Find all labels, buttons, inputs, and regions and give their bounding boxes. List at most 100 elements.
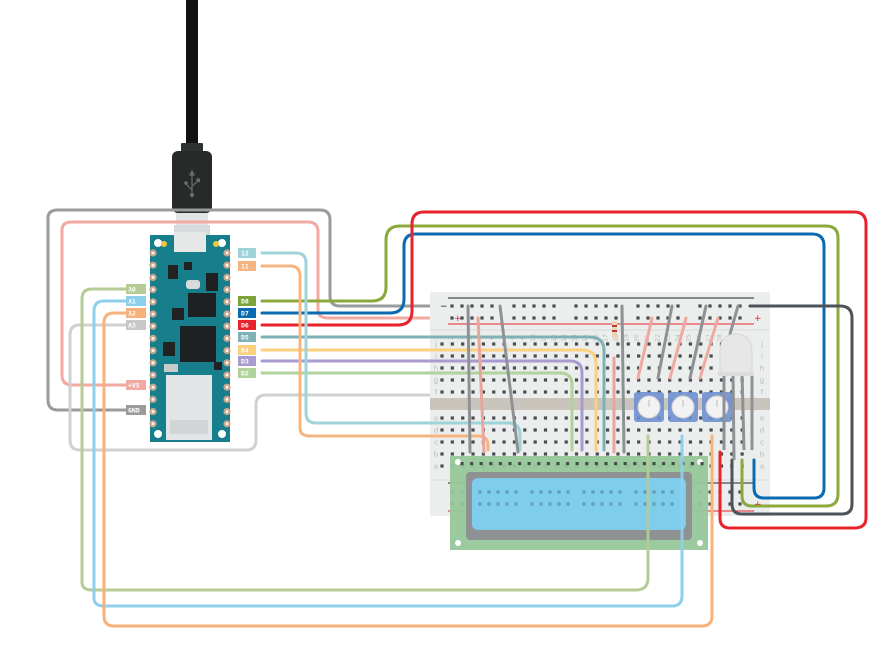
breadboard-hole <box>492 366 496 370</box>
breadboard-hole <box>688 378 692 382</box>
breadboard-hole <box>492 354 496 358</box>
rail-hole <box>728 490 732 494</box>
row-label: d <box>434 427 438 435</box>
breadboard-hole <box>626 416 630 420</box>
rail-hole <box>574 304 578 308</box>
breadboard-hole <box>450 342 454 346</box>
lcd-pin <box>594 462 598 466</box>
breadboard-hole <box>471 390 475 394</box>
breadboard-hole <box>637 440 641 444</box>
breadboard-hole <box>533 378 537 382</box>
breadboard-hole <box>564 390 568 394</box>
breadboard-hole <box>461 428 465 432</box>
pin-label-a0 <box>126 284 146 294</box>
rail-hole <box>738 502 742 506</box>
breadboard-hole <box>533 390 537 394</box>
pin-label-12 <box>238 248 256 258</box>
breadboard-hole <box>481 342 485 346</box>
breadboard-hole <box>471 452 475 456</box>
pin-label-11 <box>238 261 256 271</box>
breadboard-hole <box>461 366 465 370</box>
wire-d4 <box>260 348 598 452</box>
breadboard-hole <box>657 354 661 358</box>
breadboard-hole <box>440 416 444 420</box>
breadboard-hole <box>668 366 672 370</box>
breadboard-hole <box>678 440 682 444</box>
jumper-gnd-3 <box>620 304 626 454</box>
lcd-pin <box>527 462 531 466</box>
rail-hole <box>614 316 618 320</box>
breadboard-hole <box>440 342 444 346</box>
jumper-gnd-led <box>728 304 740 336</box>
breadboard-hole <box>616 378 620 382</box>
rail-hole <box>512 304 516 308</box>
lcd-pin <box>671 462 675 466</box>
breadboard-hole <box>440 440 444 444</box>
breadboard-hole <box>616 452 620 456</box>
pin-label-text: D2 <box>241 370 249 378</box>
breadboard-hole <box>606 354 610 358</box>
rail-hole <box>584 316 588 320</box>
pin-label-text: +V5 <box>128 382 140 390</box>
lcd-pin <box>518 462 522 466</box>
pin-label-d4 <box>238 345 256 355</box>
breadboard-hole <box>533 354 537 358</box>
row-label: h <box>434 365 438 373</box>
breadboard-hole <box>471 416 475 420</box>
rail-hole <box>614 304 618 308</box>
breadboard-hole <box>450 428 454 432</box>
breadboard-hole <box>440 428 444 432</box>
row-label: e <box>760 415 764 423</box>
breadboard-hole <box>554 354 558 358</box>
jumper-5v-pot2 <box>668 316 688 380</box>
breadboard-hole <box>533 416 537 420</box>
breadboard-hole <box>543 342 548 346</box>
breadboard-hole <box>719 428 724 432</box>
rail-hole <box>718 304 722 308</box>
breadboard-hole <box>626 378 630 382</box>
breadboard-hole <box>647 354 651 358</box>
wire-d5 <box>260 335 606 452</box>
jumper-5v-1 <box>476 316 486 454</box>
breadboard-hole <box>616 354 620 358</box>
potentiometer[interactable] <box>668 392 698 422</box>
column-number: 22 <box>654 334 661 342</box>
breadboard-hole <box>616 366 620 370</box>
rail-hole <box>698 304 702 308</box>
pin-label-text: 12 <box>241 250 249 258</box>
jumper-gnd-2 <box>498 304 520 454</box>
potentiometer[interactable] <box>634 392 664 422</box>
breadboard-hole <box>533 452 537 456</box>
row-label: h <box>760 365 764 373</box>
breadboard-hole <box>502 378 506 382</box>
usb-icon <box>184 169 201 198</box>
rgb-led <box>718 333 754 461</box>
pin-label-text: D5 <box>241 334 249 342</box>
breadboard-hole <box>699 440 703 444</box>
breadboard-hole <box>574 452 579 456</box>
potentiometer[interactable] <box>702 392 732 422</box>
breadboard-hole <box>606 416 610 420</box>
breadboard-hole <box>564 378 568 382</box>
rail-hole <box>480 304 484 308</box>
wire-d6 <box>260 210 868 530</box>
breadboard-hole <box>688 440 692 444</box>
rail-hole <box>450 316 454 320</box>
breadboard-hole <box>523 440 527 444</box>
lcd-pin <box>652 462 656 466</box>
breadboard-hole <box>657 440 661 444</box>
breadboard-hole <box>564 428 568 432</box>
breadboard-hole <box>668 390 672 394</box>
breadboard-hole <box>606 428 610 432</box>
breadboard-hole <box>574 342 579 346</box>
lcd-display <box>450 456 708 550</box>
breadboard-hole <box>668 354 672 358</box>
breadboard-hole <box>543 428 548 432</box>
breadboard-hole <box>606 378 610 382</box>
breadboard-hole <box>481 366 485 370</box>
breadboard-hole <box>626 366 630 370</box>
breadboard-hole <box>699 390 703 394</box>
column-number: 24 <box>675 334 682 342</box>
breadboard-hole <box>564 452 568 456</box>
breadboard-hole <box>523 452 527 456</box>
